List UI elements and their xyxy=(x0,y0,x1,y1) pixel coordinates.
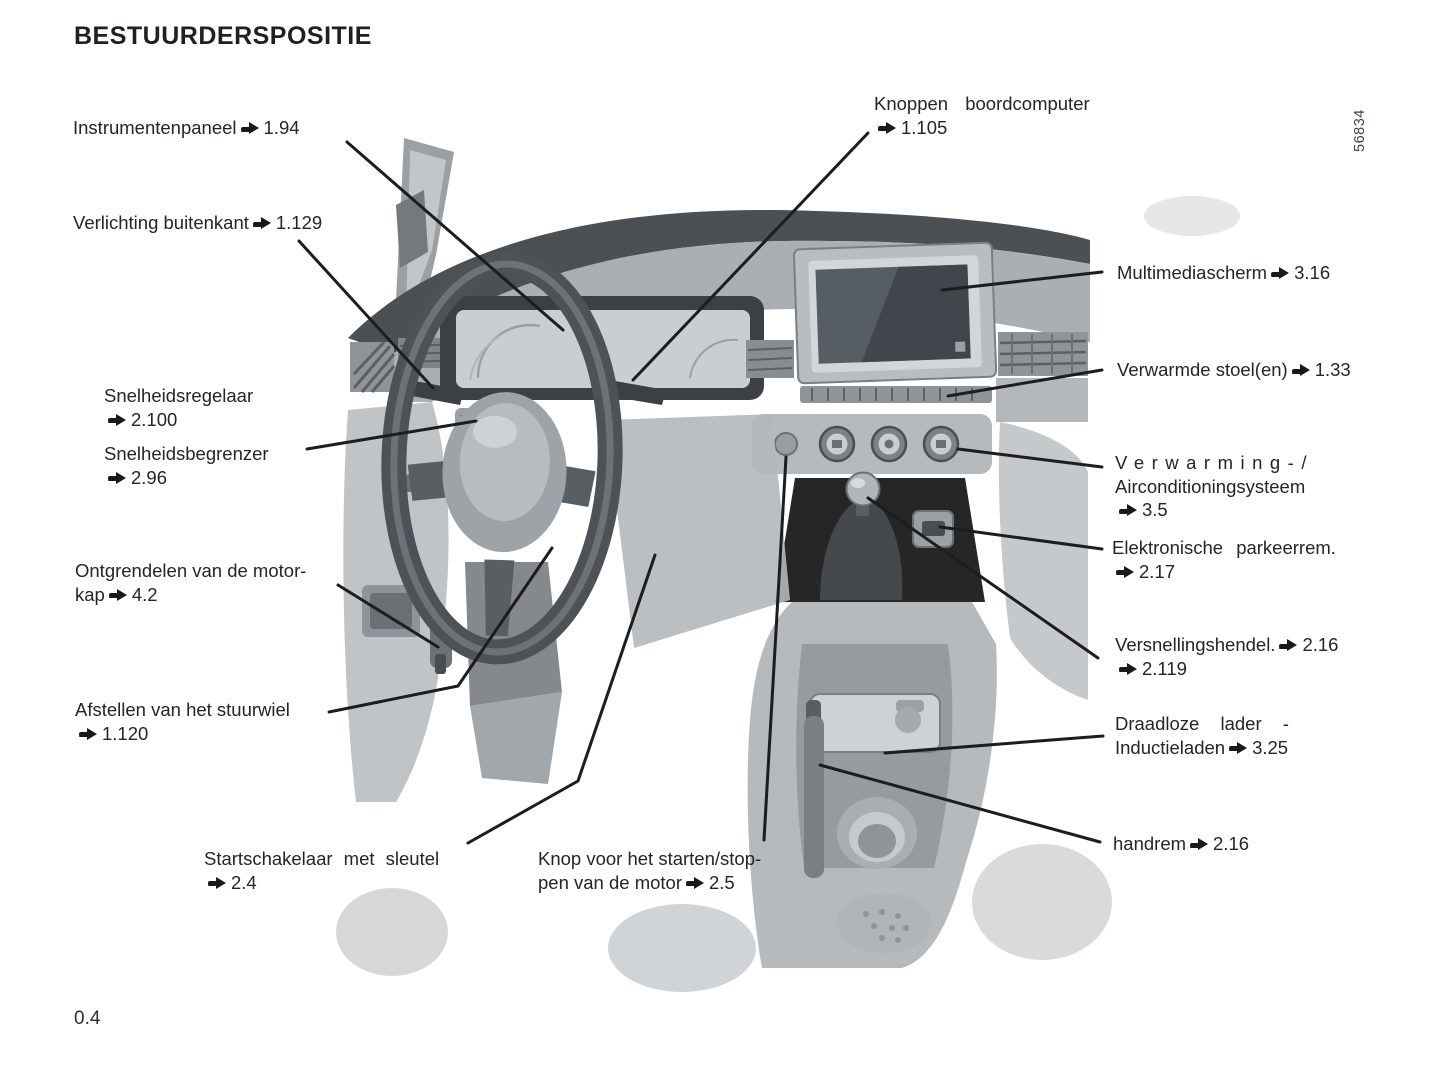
callout-lines xyxy=(297,131,1105,845)
see-reference-arrow-icon xyxy=(108,413,126,427)
see-reference-arrow-icon xyxy=(1190,838,1209,851)
callout-snelheidsregelaar: Snelheidsregelaar 2.100 xyxy=(104,385,254,430)
cupholder xyxy=(837,797,917,869)
see-reference-arrow-icon xyxy=(685,876,704,890)
background-shape xyxy=(1144,196,1240,236)
line-knoppen-boordcomputer xyxy=(631,131,870,382)
seat-hint-left xyxy=(336,888,448,976)
see-reference-arrow-icon xyxy=(108,471,126,485)
see-reference-arrow-icon xyxy=(79,727,97,741)
console-textured-pad xyxy=(836,893,932,953)
handbrake-lever xyxy=(804,700,824,878)
line-verwarming-airco xyxy=(956,447,1104,469)
callout-elektronische-parkeerrem: Elektronische parkeerrem. 2.17 xyxy=(1112,537,1336,582)
line-snelheidsbegrenzer xyxy=(305,419,478,451)
page-title: BESTUURDERSPOSITIE xyxy=(74,22,372,50)
line-elektronische-parkeerrem xyxy=(938,525,1104,551)
line-versnellingshendel xyxy=(866,496,1100,660)
line-ontgrendelen-motorkap xyxy=(336,583,440,649)
passenger-side-panel xyxy=(996,378,1088,700)
see-reference-arrow-icon xyxy=(1279,639,1298,652)
see-reference-arrow-icon xyxy=(1119,662,1137,676)
climate-knob-right xyxy=(922,425,960,463)
see-reference-arrow-icon xyxy=(1291,364,1310,377)
line-startschakelaar xyxy=(466,553,657,845)
figure-number: 56834 xyxy=(1352,109,1368,152)
center-air-vent xyxy=(746,340,794,378)
right-air-vent xyxy=(998,332,1088,376)
see-reference-arrow-icon xyxy=(878,121,896,135)
climate-control-panel xyxy=(752,414,992,474)
steering-wheel xyxy=(381,251,623,665)
line-multimediascherm xyxy=(940,270,1104,292)
callout-knoppen-boordcomputer: Knoppen boordcomputer 1.105 xyxy=(874,93,1090,138)
see-reference-arrow-icon xyxy=(240,122,259,135)
callout-verwarming-airco: Verwarming-/ Airconditioningsysteem 3.5 xyxy=(1115,452,1314,520)
line-verlichting-buitenkant xyxy=(297,239,435,390)
line-afstellen-stuurwiel xyxy=(327,546,554,714)
see-reference-arrow-icon xyxy=(1119,504,1137,517)
callout-startschakelaar: Startschakelaar met sleutel 2.4 xyxy=(204,848,440,893)
see-reference-arrow-icon xyxy=(208,876,226,890)
climate-knob-left xyxy=(818,425,856,463)
page-number: 0.4 xyxy=(74,1008,101,1029)
line-knop-starten-stoppen xyxy=(762,455,788,842)
lower-dash-center xyxy=(606,414,790,648)
center-console xyxy=(747,602,997,968)
see-reference-arrow-icon xyxy=(108,588,127,602)
seat-hint-right xyxy=(972,844,1112,960)
callout-snelheidsbegrenzer: Snelheidsbegrenzer 2.96 xyxy=(104,443,269,488)
line-instrumentenpaneel xyxy=(345,140,565,332)
seat-hint-center xyxy=(608,904,756,992)
callout-knop-starten-stoppen: Knop voor het starten/stop- pen van de m… xyxy=(538,848,762,893)
see-reference-arrow-icon xyxy=(1271,267,1290,280)
callout-versnellingshendel: Versnellingshendel.2.16 2.119 xyxy=(1115,634,1339,679)
climate-knob-center xyxy=(870,425,908,463)
line-draadloze-lader xyxy=(883,734,1105,755)
gear-lever xyxy=(820,471,903,600)
see-reference-arrow-icon xyxy=(252,217,271,230)
see-reference-arrow-icon xyxy=(1116,565,1134,579)
callout-afstellen-stuurwiel: Afstellen van het stuurwiel 1.120 xyxy=(75,699,290,744)
wireless-charger-tray xyxy=(809,693,941,753)
line-handrem xyxy=(818,763,1102,844)
multimedia-unit xyxy=(792,241,998,385)
engine-start-stop-button xyxy=(774,432,798,456)
callout-verwarmde-stoelen: Verwarmde stoel(en)1.33 xyxy=(1117,359,1351,380)
see-reference-arrow-icon xyxy=(1229,741,1248,755)
line-verwarmde-stoelen xyxy=(946,368,1104,398)
